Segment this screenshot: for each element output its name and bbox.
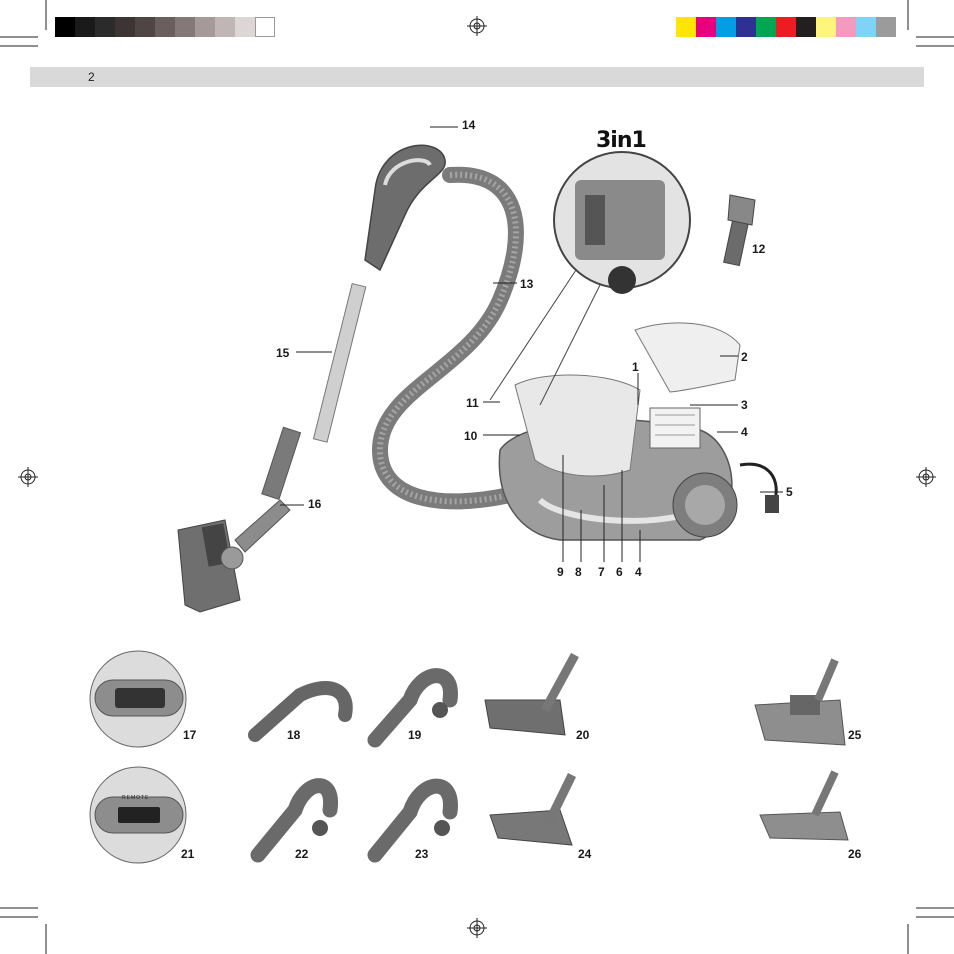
handle-22 xyxy=(250,778,338,863)
nozzle-20 xyxy=(484,652,579,736)
callout-21: 21 xyxy=(181,847,195,861)
callout-14: 14 xyxy=(462,118,476,132)
brand-logo-3in1: 3in1 xyxy=(596,128,647,153)
color-swatch xyxy=(736,17,756,37)
handle-23 xyxy=(367,778,458,863)
gray-swatch xyxy=(235,17,255,37)
tube-grip xyxy=(261,426,302,500)
filter-cover xyxy=(634,322,741,393)
header-bar xyxy=(30,67,924,87)
callout-19: 19 xyxy=(408,728,422,742)
registration-mark-right xyxy=(916,467,936,487)
callout-4-top: 4 xyxy=(741,425,748,439)
callout-10: 10 xyxy=(464,429,478,443)
callout-15: 15 xyxy=(276,346,290,360)
nozzle-25 xyxy=(754,658,846,746)
color-swatch xyxy=(776,17,796,37)
gray-swatch xyxy=(255,17,275,37)
gray-swatch xyxy=(115,17,135,37)
callout-25: 25 xyxy=(848,728,862,742)
nozzle-24 xyxy=(489,773,577,846)
brush-tool xyxy=(727,194,756,226)
display-17 xyxy=(89,650,187,748)
callout-18: 18 xyxy=(287,728,301,742)
callout-20: 20 xyxy=(576,728,590,742)
callout-4-bottom: 4 xyxy=(635,565,642,579)
callout-9: 9 xyxy=(557,565,564,579)
display-label: REMOTE xyxy=(122,795,150,801)
color-swatch xyxy=(696,17,716,37)
gray-swatch xyxy=(155,17,175,37)
callout-23: 23 xyxy=(415,847,429,861)
callout-12: 12 xyxy=(752,242,766,256)
gray-swatch xyxy=(175,17,195,37)
color-swatch xyxy=(756,17,776,37)
callout-26: 26 xyxy=(848,847,862,861)
page-number: 2 xyxy=(88,70,95,84)
gray-swatch xyxy=(75,17,95,37)
callout-8: 8 xyxy=(575,565,582,579)
gray-swatch xyxy=(195,17,215,37)
vacuum-body xyxy=(498,194,779,541)
leader-lines xyxy=(280,126,783,562)
color-swatch xyxy=(856,17,876,37)
callout-7: 7 xyxy=(598,565,605,579)
callout-6: 6 xyxy=(616,565,623,579)
top-cover xyxy=(514,374,641,477)
color-swatch xyxy=(816,17,836,37)
gray-swatch xyxy=(135,17,155,37)
callout-5: 5 xyxy=(786,485,793,499)
callout-24: 24 xyxy=(578,847,592,861)
power-cord xyxy=(739,462,778,501)
telescopic-tube xyxy=(312,282,367,443)
registration-mark-bottom xyxy=(467,918,487,938)
callout-11: 11 xyxy=(466,396,479,410)
display-21 xyxy=(89,766,187,864)
callout-22: 22 xyxy=(295,847,309,861)
handle-18 xyxy=(248,680,353,742)
handle xyxy=(364,144,446,272)
color-swatch xyxy=(676,17,696,37)
color-swatch xyxy=(836,17,856,37)
magnified-detail xyxy=(489,151,691,406)
filter xyxy=(649,407,701,449)
callout-2: 2 xyxy=(741,350,748,364)
callout-1: 1 xyxy=(632,360,639,374)
callout-3: 3 xyxy=(741,398,748,412)
gray-swatch xyxy=(95,17,115,37)
callout-16: 16 xyxy=(308,497,322,511)
registration-mark-top xyxy=(467,16,487,36)
color-swatch xyxy=(796,17,816,37)
callout-17: 17 xyxy=(183,728,197,742)
registration-mark-left xyxy=(18,467,38,487)
gray-swatch xyxy=(55,17,75,37)
color-swatch xyxy=(876,17,896,37)
floor-nozzle xyxy=(177,499,291,613)
gray-swatch xyxy=(215,17,235,37)
color-swatch xyxy=(716,17,736,37)
callout-13: 13 xyxy=(520,277,534,291)
handle-19 xyxy=(367,668,458,748)
nozzle-26 xyxy=(759,770,849,841)
